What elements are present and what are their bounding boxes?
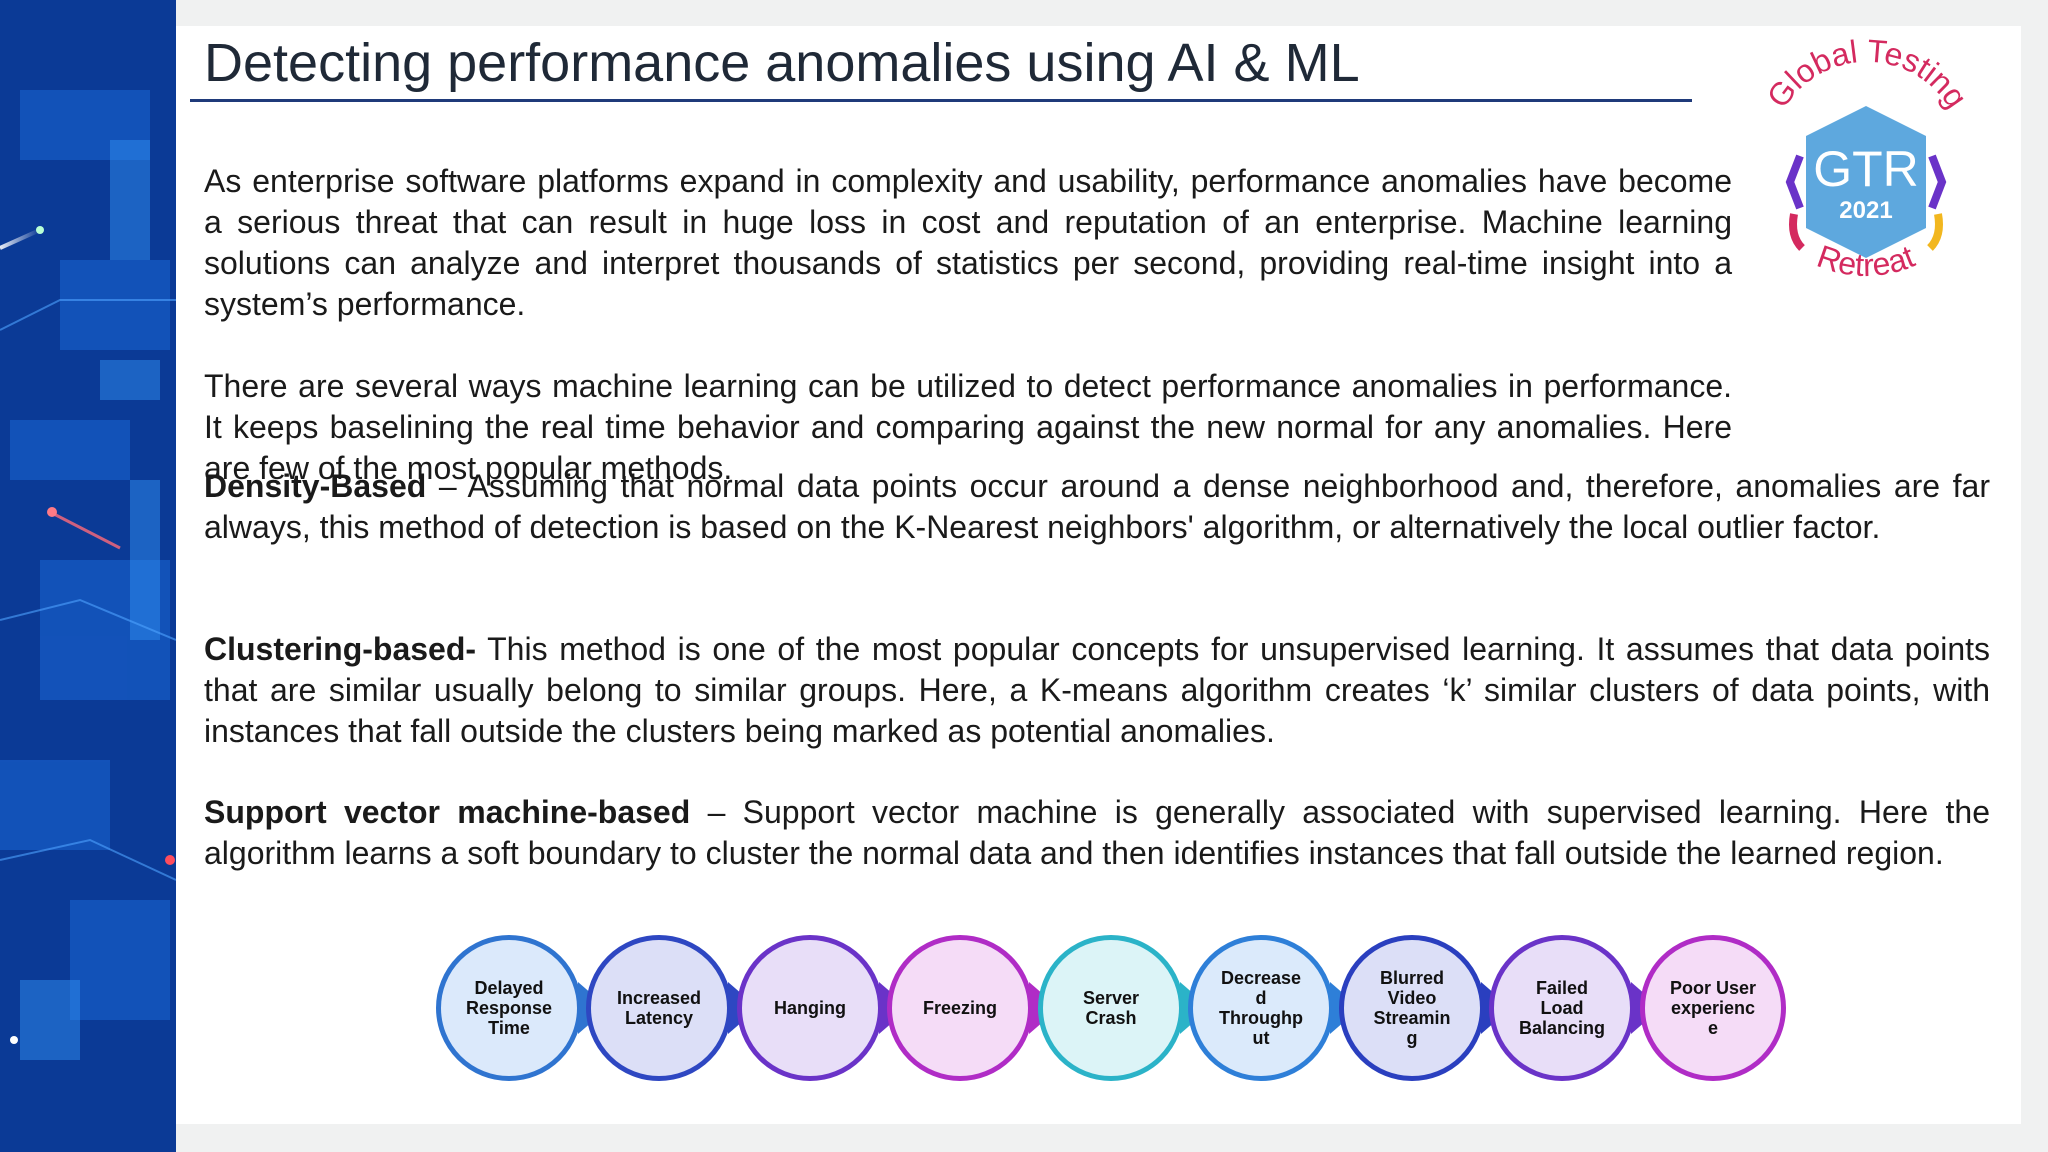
flow-step-decreased-throughput: Decrease d Throughp ut [1188, 935, 1334, 1081]
logo-arc-top: Global Testing [1760, 36, 1975, 114]
method-name: Density-Based [204, 468, 427, 504]
gtr-logo: Global Testing GTR 2021 Retreat [1760, 36, 1975, 283]
flow-step-freezing: Freezing [887, 935, 1033, 1081]
logo-acronym: GTR [1813, 141, 1919, 197]
flow-step-failed-load-balancing: Failed Load Balancing [1489, 935, 1635, 1081]
method-name: Support vector machine-based [204, 794, 691, 830]
slide-title: Detecting performance anomalies using AI… [204, 33, 1360, 93]
method-svm: Support vector machine-based – Support v… [204, 792, 1990, 874]
anomaly-symptom-flow: Delayed Response Time Increased Latency … [436, 935, 1786, 1083]
circuit-graphic [0, 0, 176, 1152]
flow-step-hanging: Hanging [737, 935, 883, 1081]
flow-step-server-crash: Server Crash [1038, 935, 1184, 1081]
method-density: Density-Based – Assuming that normal dat… [204, 466, 1990, 548]
flow-step-poor-user-experience: Poor User experienc e [1640, 935, 1786, 1081]
method-description: – Support vector machine is generally as… [204, 794, 1991, 871]
method-description: – Assuming that normal data points occur… [204, 468, 1990, 545]
ways-paragraph: There are several ways machine learning … [204, 368, 1732, 486]
flow-step-blurred-video-streaming: Blurred Video Streamin g [1339, 935, 1485, 1081]
logo-badge-hexagon [1806, 106, 1926, 258]
logo-year: 2021 [1839, 197, 1892, 224]
title-underline [190, 99, 1692, 102]
flow-step-delayed-response-time: Delayed Response Time [436, 935, 582, 1081]
intro-paragraph: As enterprise software platforms expand … [204, 163, 1732, 322]
method-name: Clustering-based- [204, 631, 477, 667]
decorative-background-strip [0, 0, 176, 1152]
method-description: This method is one of the most popular c… [204, 631, 1990, 749]
flow-step-increased-latency: Increased Latency [586, 935, 732, 1081]
method-clustering: Clustering-based- This method is one of … [204, 629, 1990, 752]
